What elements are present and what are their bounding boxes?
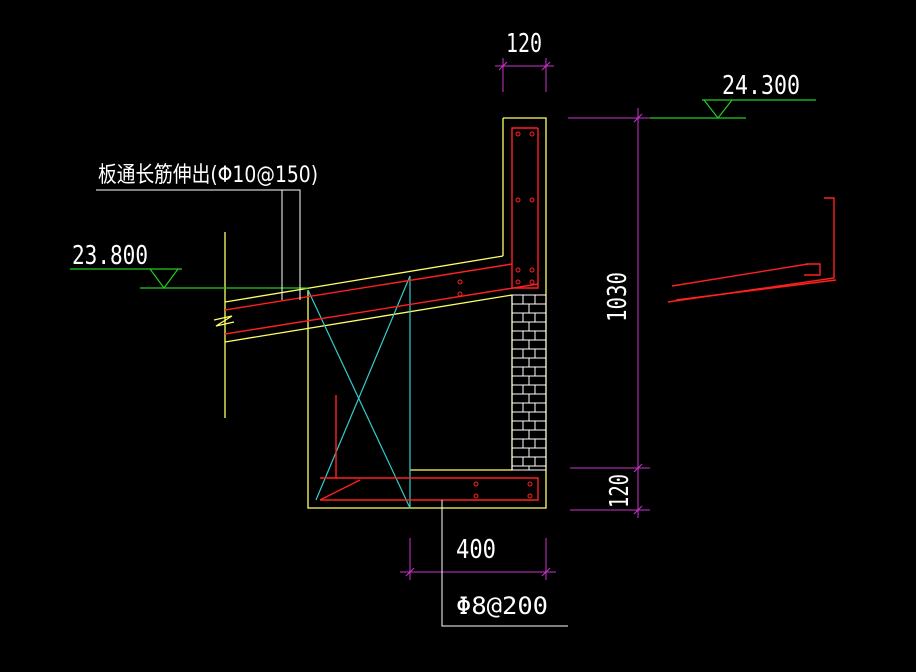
gutter-outer-outline [307,117,547,509]
dim-height-label: 1030 [603,272,633,322]
brick-wall-hatch [511,294,547,471]
slab-bottom-edge [224,294,513,343]
break-symbol [213,315,235,327]
elevation-low-label: 23.800 [72,241,148,271]
elevation-marker-low [70,268,308,290]
stirrup-note-label: Φ8@200 [456,592,548,620]
rebar-dots [457,131,535,499]
slab-rebar-leader [96,189,301,300]
dim-bottom-width-label: 400 [456,535,496,565]
gutter-inner-line [410,295,513,471]
slab-bottom-rebar [224,283,539,335]
leader-lines [96,189,568,627]
right-gutter-rebar [667,197,835,303]
elevation-high-label: 24.300 [722,71,800,101]
upstand-stirrup [511,127,539,289]
rebar [224,127,837,501]
stirrup-leader [441,500,568,627]
dim-top-width-label: 120 [506,29,542,59]
slab-top-edge [224,255,504,303]
dimensions [400,58,650,580]
void-cross [307,275,411,509]
right-slab-bottom-rebar [675,279,837,301]
dim-bottom-thickness-label: 120 [605,474,635,508]
slab-rebar-note: 板通长筋伸出(Φ10@150) [98,163,318,188]
right-gutter-hook [804,263,821,276]
gutter-bottom-stirrup [320,477,539,501]
gutter-corner-hook [319,479,361,501]
elevation-marker-high [650,99,816,119]
slab-top-rebar [224,263,513,311]
right-slab-rebar [671,263,809,287]
